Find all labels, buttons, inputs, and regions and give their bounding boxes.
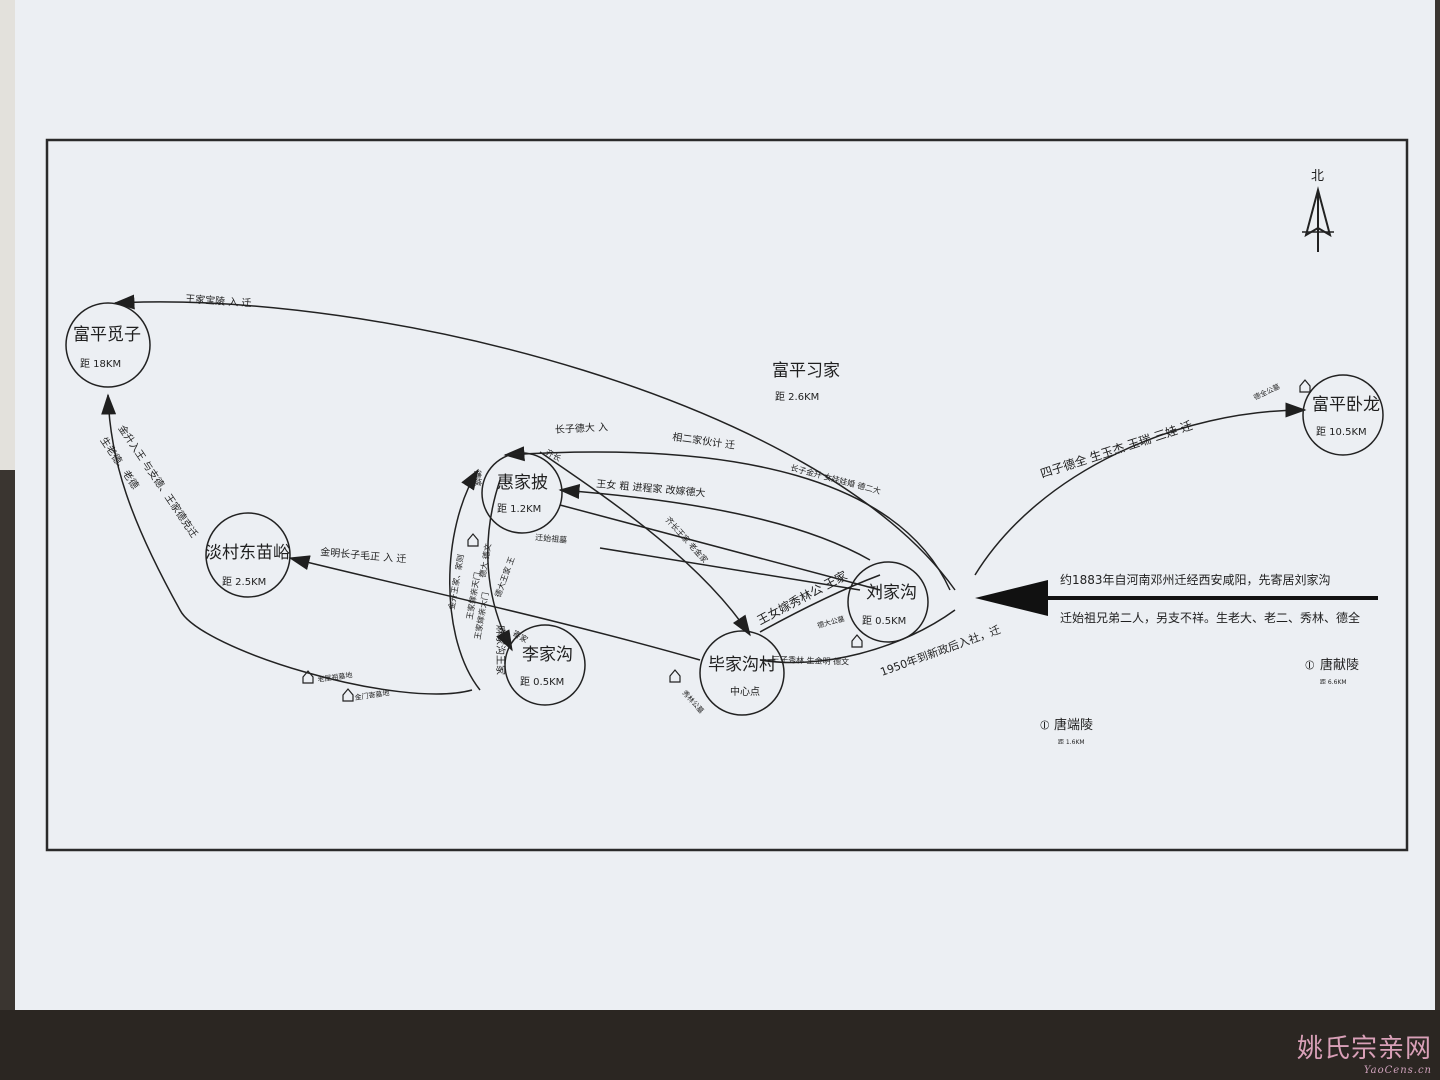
label-migrate-note: 迁始祖墓 — [535, 532, 568, 545]
node-tancun: 淡村东苗峪 距 2.5KM — [205, 512, 291, 598]
label-eldest: 长子金升 女娃娃婚 德二大 — [789, 462, 882, 496]
route-vert-1 — [449, 468, 481, 691]
node-name: 淡村东苗峪 — [205, 543, 290, 563]
grave-marker-icon — [467, 533, 479, 547]
node-name: 李家沟 — [522, 645, 573, 665]
grave-marker-icon — [342, 688, 354, 702]
route-to-mizi — [113, 294, 956, 591]
node-fuping-wolong: 富平卧龙 距 10.5KM — [1302, 374, 1384, 456]
watermark: 姚氏宗亲网 YaoCens.cn — [1297, 1028, 1432, 1076]
route-to-tancun — [288, 555, 701, 661]
route-tancun-mizi — [101, 393, 473, 695]
node-name: 富平习家 — [772, 361, 840, 381]
node-fuping-mizi: 富平觅子 距 18KM — [65, 302, 151, 388]
origin-arrow — [975, 580, 1378, 616]
node-fuping-xijia: 富平习家 距 2.6KM — [772, 361, 840, 403]
grave-marker-icon — [1299, 379, 1311, 393]
tomb-name: 唐端陵 — [1054, 717, 1093, 733]
tomb-distance: 距 1.6KM — [1058, 739, 1085, 746]
label-wolong-small: 德全公墓 — [1252, 382, 1281, 402]
node-name: 惠家披 — [497, 473, 548, 493]
node-distance: 距 18KM — [80, 358, 121, 370]
node-distance: 距 1.2KM — [497, 503, 541, 515]
tomb-name: 唐献陵 — [1320, 657, 1359, 673]
diagram-frame — [45, 138, 1409, 852]
label-mizi-route: 王家宝陵 入 迁 — [185, 292, 252, 310]
paper-sheet — [15, 0, 1435, 1030]
tomb-icon: ⦶ — [1305, 658, 1315, 673]
node-distance: 距 0.5KM — [862, 615, 906, 627]
route-to-wolong — [974, 402, 1307, 576]
node-huijiapo: 惠家披 距 1.2KM — [481, 452, 563, 534]
node-distance: 距 2.6KM — [775, 391, 819, 403]
tomb-tangduanling: ⦶ 唐端陵 距 1.6KM — [1040, 717, 1093, 746]
label-wolong-route: 四子德全 生玉杰 玉瑞 三娃 迁 — [1038, 417, 1194, 480]
tomb-distance: 距 6.6KM — [1320, 679, 1347, 686]
label-vert-5: 德大王家 王 — [492, 555, 516, 598]
node-bijiagoucun: 毕家沟村 中心点 — [699, 630, 785, 716]
tomb-icon: ⦶ — [1040, 718, 1050, 733]
table-surface — [0, 1010, 1440, 1080]
label-vert-3: 德大 德文 — [477, 543, 493, 579]
grave-marker-icon — [669, 669, 681, 683]
label-bijia-sons: 三子秀林 生金明 德文 — [772, 654, 849, 667]
node-name: 富平觅子 — [73, 325, 141, 345]
origin-line-2: 迁始祖兄弟二人，另支不祥。生老大、老二、秀林、德全 — [1060, 610, 1360, 625]
north-arrow-icon: 北 — [1302, 169, 1334, 252]
label-tancun-route: 金明长子毛正 入 迁 — [320, 545, 407, 565]
route-vert-2 — [487, 479, 513, 652]
node-name: 刘家沟 — [866, 583, 917, 603]
tomb-tangxianling: ⦶ 唐献陵 距 6.6KM — [1305, 657, 1359, 686]
north-label: 北 — [1311, 169, 1324, 184]
grave-marker-icon — [851, 634, 863, 648]
label-bijia-route: 1950年到新政后入社，迁 — [878, 622, 1002, 679]
node-subtitle: 中心点 — [730, 685, 760, 698]
label-tomb-b: 金门寄墓地 — [354, 688, 390, 702]
node-name: 毕家沟村 — [708, 655, 776, 675]
node-lijiagou: 李家沟 距 0.5KM — [504, 624, 586, 706]
route-huijia-bijia — [539, 451, 751, 637]
node-liujiagou: 刘家沟 距 0.5KM — [847, 561, 929, 643]
label-huijia-top: 长子德大 入 — [554, 420, 608, 436]
route-to-huijiapo — [503, 446, 951, 591]
node-distance: 距 10.5KM — [1316, 426, 1367, 438]
watermark-main: 姚氏宗亲网 — [1296, 1034, 1432, 1064]
label-deda-tomb: 德大公墓 — [816, 614, 845, 630]
label-center-diag: 齐长王家 老金家 — [664, 515, 711, 565]
grave-marker-icon — [302, 670, 314, 684]
label-xiulin-tomb: 秀林公墓 — [681, 688, 706, 715]
route-bijia-liujia — [759, 574, 881, 633]
label-vert-6: 寄家 — [511, 628, 530, 645]
node-name: 富平卧龙 — [1312, 395, 1380, 415]
label-lijia-vertical: 麻家沟王家 — [494, 625, 507, 675]
label-daughter: 王女 粗 进程家 改嫁德大 — [596, 477, 706, 499]
label-vert-7: 德嫁 — [473, 470, 483, 486]
route-liujia-huijia — [558, 484, 871, 561]
origin-line-1: 约1883年自河南邓州迁经西安咸阳，先寄居刘家沟 — [1060, 572, 1331, 587]
node-distance: 距 2.5KM — [222, 576, 266, 588]
route-faint — [599, 547, 861, 591]
route-diag — [559, 504, 881, 591]
node-distance: 距 0.5KM — [520, 676, 564, 688]
label-tomb-a: 老屋祖墓地 — [317, 670, 353, 684]
label-xijia-mid: 相二家伙计 迁 — [672, 430, 736, 452]
watermark-sub: YaoCens.cn — [1363, 1065, 1432, 1076]
